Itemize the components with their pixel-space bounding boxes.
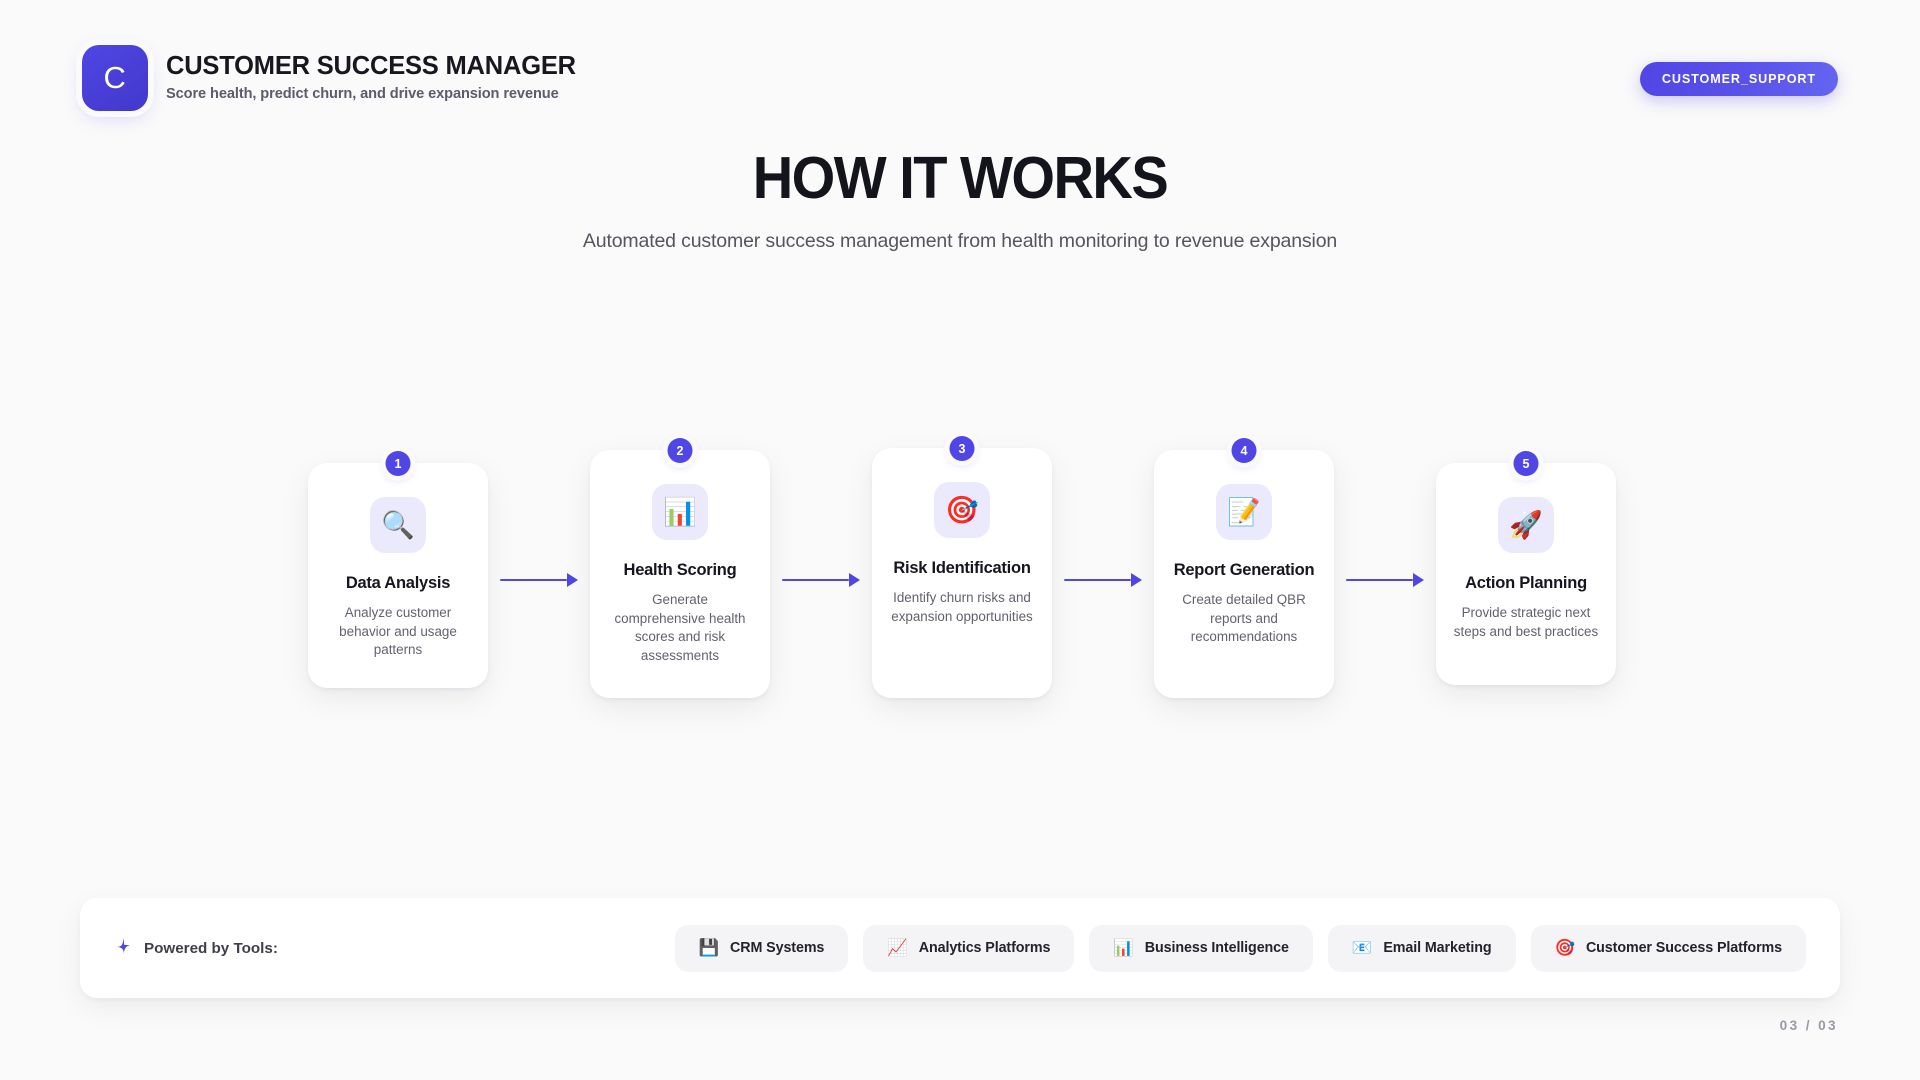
step-title: Health Scoring [623,561,737,579]
arrow-shaft [1346,578,1413,582]
app-title: CUSTOMER SUCCESS MANAGER [166,51,576,80]
tool-chip-label: Customer Success Platforms [1585,940,1782,956]
page-subtitle: Automated customer success management fr… [582,229,1338,252]
brand-text: CUSTOMER SUCCESS MANAGER Score health, p… [166,52,576,104]
page-indicator: 03 / 03 [1779,1018,1838,1033]
page-title: HOW IT WORKS [752,145,1169,211]
powered-by-tools-panel: Powered by Tools: 💾 CRM Systems 📈 Analytics… [80,898,1840,998]
tool-chip-list: 💾 CRM Systems 📈 Analytics Platforms 📊 Busines… [674,924,1806,972]
step-title: Risk Identification [893,559,1031,577]
arrow-shaft [500,578,567,582]
step-number-badge: 5 [1513,451,1539,476]
sparkle-icon [114,937,133,960]
memo-icon: 📝 [1216,484,1272,540]
arrow-head [1131,573,1142,587]
step-description: Generate comprehensive health scores and… [614,592,746,663]
bar-chart-icon: 📊 [1113,938,1134,957]
target-icon: 🎯 [934,482,990,538]
step-number-badge: 2 [667,438,693,463]
step-title: Data Analysis [345,574,451,592]
app-header: C CUSTOMER SUCCESS MANAGER Score health,… [0,0,1920,130]
floppy-disk-icon: 💾 [698,938,720,957]
step-number-badge: 1 [385,451,411,476]
flow-connector-arrow [782,573,860,587]
arrow-shaft [782,578,849,582]
step-description: Create detailed QBR reports and recommen… [1182,592,1306,645]
brand: C CUSTOMER SUCCESS MANAGER Score health,… [82,45,576,111]
tool-chip[interactable]: 📈 Analytics Platforms [863,924,1075,972]
tools-label-text: Powered by Tools: [144,939,278,957]
bar-chart-icon: 📊 [652,484,708,540]
tool-chip-label: CRM Systems [730,940,825,956]
arrow-shaft [1064,578,1131,582]
step-title: Action Planning [1465,574,1587,592]
step-number-badge: 3 [949,436,975,461]
tool-chip[interactable]: 💾 CRM Systems [674,924,849,972]
magnifying-glass-icon: 🔍 [370,497,426,553]
flow-connector-arrow [1064,573,1142,587]
arrow-head [1413,573,1424,587]
step-number-badge: 4 [1231,438,1257,463]
agent-type-badge[interactable]: CUSTOMER_SUPPORT [1639,62,1838,96]
app-subtitle: Score health, predict churn, and drive e… [166,86,559,103]
step-title: Report Generation [1173,561,1315,579]
tool-chip[interactable]: 📊 Business Intelligence [1089,924,1313,972]
chart-increasing-icon: 📈 [887,938,908,957]
hero-section: HOW IT WORKS Automated customer success … [0,145,1920,253]
tool-chip-label: Business Intelligence [1144,940,1289,956]
flow-connector-arrow [1346,573,1424,587]
arrow-head [849,573,860,587]
rocket-icon: 🚀 [1498,497,1554,553]
tool-chip-label: Email Marketing [1383,940,1492,956]
target-icon: 🎯 [1554,938,1576,957]
tool-chip-label: Analytics Platforms [918,940,1051,956]
app-logo: C [82,45,148,111]
step-description: Provide strategic next steps and best pr… [1453,605,1599,639]
email-icon: 📧 [1351,938,1373,957]
flow-connector-arrow [500,573,578,587]
tool-chip[interactable]: 📧 Email Marketing [1327,924,1516,972]
step-description: Analyze customer behavior and usage patt… [339,605,457,658]
tools-label: Powered by Tools: [114,937,278,960]
step-description: Identify churn risks and expansion oppor… [891,590,1033,624]
arrow-head [567,573,578,587]
tool-chip[interactable]: 🎯 Customer Success Platforms [1530,924,1806,972]
